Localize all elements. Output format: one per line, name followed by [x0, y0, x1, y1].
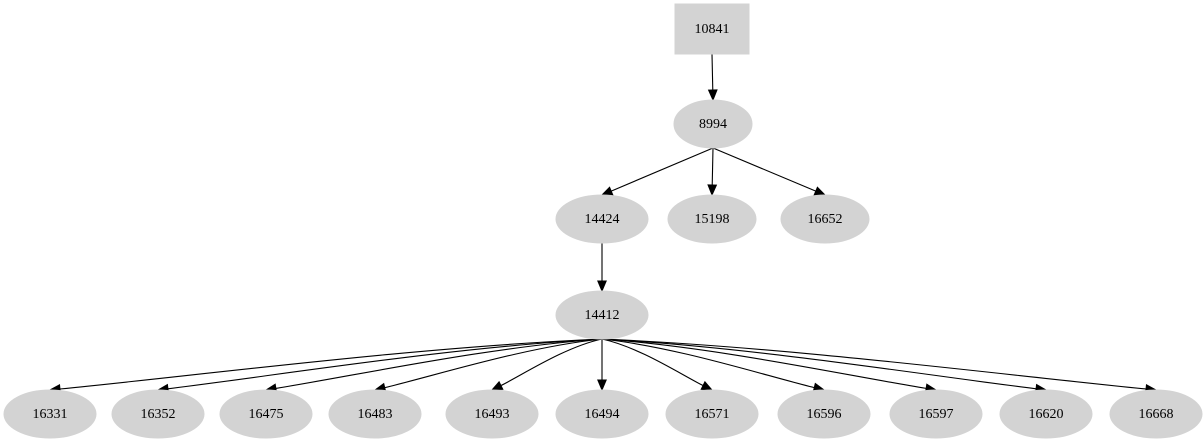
node-16352[interactable]: 16352 [111, 389, 205, 439]
node-16597[interactable]: 16597 [889, 389, 983, 439]
node-ellipse-16652[interactable] [780, 194, 870, 244]
edge-14412-to-16483 [384, 338, 603, 389]
node-16596[interactable]: 16596 [777, 389, 871, 439]
node-ellipse-16493[interactable] [445, 389, 539, 439]
node-16652[interactable]: 16652 [780, 194, 870, 244]
node-ellipse-14424[interactable] [555, 194, 649, 244]
edge-14412-to-16597 [601, 338, 927, 389]
edge-10841-to-8994 [711, 53, 714, 91]
node-ellipse-16620[interactable] [999, 389, 1093, 439]
node-ellipse-16668[interactable] [1109, 389, 1203, 439]
node-ellipse-16596[interactable] [777, 389, 871, 439]
edge-14412-to-16475 [275, 338, 603, 389]
node-ellipse-16352[interactable] [111, 389, 205, 439]
node-ellipse-16597[interactable] [889, 389, 983, 439]
node-15198[interactable]: 15198 [667, 194, 757, 244]
node-14424[interactable]: 14424 [555, 194, 649, 244]
node-layer: 10841 8994 14424 15198 16652 14412 16331 16352 1… [3, 3, 1203, 439]
edge-layer [48, 53, 1158, 394]
node-16571[interactable]: 16571 [665, 389, 759, 439]
node-8994[interactable]: 8994 [673, 99, 753, 149]
edge-14412-to-16620 [601, 338, 1037, 390]
arrowhead-14424-to-14412 [597, 280, 607, 293]
node-ellipse-14412[interactable] [555, 290, 649, 340]
edge-14412-to-16493 [500, 338, 603, 387]
node-ellipse-15198[interactable] [667, 194, 757, 244]
node-ellipse-16483[interactable] [328, 389, 422, 439]
node-box-10841[interactable] [674, 3, 750, 55]
node-16668[interactable]: 16668 [1109, 389, 1203, 439]
arrowhead-8994-to-15198 [707, 184, 718, 197]
arrowhead-8994-to-16652 [813, 186, 827, 196]
node-16494[interactable]: 16494 [555, 389, 649, 439]
edge-14412-to-16668 [601, 338, 1147, 390]
node-16493[interactable]: 16493 [445, 389, 539, 439]
node-10841[interactable]: 10841 [674, 3, 750, 55]
edge-8994-to-15198 [711, 147, 714, 186]
edge-14412-to-16596 [601, 338, 815, 389]
edge-14412-to-16352 [167, 338, 603, 390]
arrowhead-14412-to-16571 [700, 380, 714, 391]
node-16475[interactable]: 16475 [219, 389, 313, 439]
node-14412[interactable]: 14412 [555, 290, 649, 340]
node-ellipse-16494[interactable] [555, 389, 649, 439]
node-16620[interactable]: 16620 [999, 389, 1093, 439]
edge-14412-to-16331 [59, 338, 603, 390]
node-ellipse-16475[interactable] [219, 389, 313, 439]
node-ellipse-8994[interactable] [673, 99, 753, 149]
node-16331[interactable]: 16331 [3, 389, 97, 439]
node-ellipse-16331[interactable] [3, 389, 97, 439]
edge-14412-to-16571 [601, 338, 704, 387]
edge-8994-to-16652 [712, 147, 816, 192]
node-ellipse-16571[interactable] [665, 389, 759, 439]
edge-8994-to-14424 [610, 147, 714, 192]
arrowhead-14412-to-16493 [490, 380, 504, 391]
arrowhead-10841-to-8994 [707, 89, 718, 102]
arrowhead-8994-to-14424 [600, 186, 614, 196]
node-16483[interactable]: 16483 [328, 389, 422, 439]
arrowhead-14412-to-16494 [597, 379, 607, 392]
